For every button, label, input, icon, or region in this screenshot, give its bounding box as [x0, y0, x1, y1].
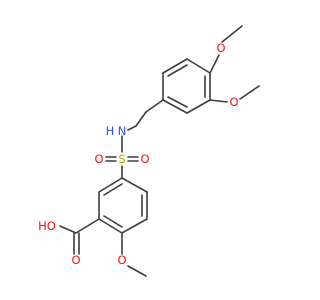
bond — [162, 58, 188, 74]
atom-oxygen-methoxy-right: O — [229, 95, 238, 109]
bond — [209, 54, 220, 74]
bond — [127, 265, 147, 277]
bond-double-inner — [167, 64, 188, 77]
bond — [127, 125, 137, 131]
atom-oxygen-sulfonyl-left: O — [94, 152, 103, 166]
bond-double-inner — [103, 215, 123, 228]
molecule-diagram: O O N H S O O HO O O — [38, 25, 260, 277]
bond — [59, 225, 77, 234]
bond — [186, 99, 211, 114]
atom-oxygen-sulfonyl-right: O — [140, 152, 149, 166]
bond — [98, 177, 123, 193]
atom-oxygen-methoxy-bottom: O — [117, 253, 126, 267]
bonds — [59, 25, 260, 277]
bond — [239, 85, 260, 100]
bond — [209, 99, 228, 103]
bond — [98, 218, 123, 234]
atom-hydrogen-amine: H — [106, 124, 115, 138]
bond-double-inner — [103, 183, 123, 196]
bond-double-inner — [167, 96, 188, 108]
bond — [221, 25, 243, 43]
atom-oxygen-carbonyl: O — [71, 253, 80, 267]
atom-nitrogen: N — [118, 124, 127, 138]
structure-svg: O O N H S O O HO O O — [38, 25, 260, 277]
bond — [145, 99, 164, 113]
atom-sulfur: S — [118, 152, 125, 166]
bond — [75, 218, 100, 234]
atom-hydroxyl: HO — [38, 219, 56, 233]
bond — [121, 218, 148, 234]
bond — [162, 99, 188, 114]
atom-labels: O O N H S O O HO O O — [38, 41, 238, 267]
atom-oxygen-methoxy-top: O — [216, 41, 225, 55]
bond — [186, 58, 211, 74]
bond — [121, 177, 148, 193]
bond — [135, 111, 147, 127]
